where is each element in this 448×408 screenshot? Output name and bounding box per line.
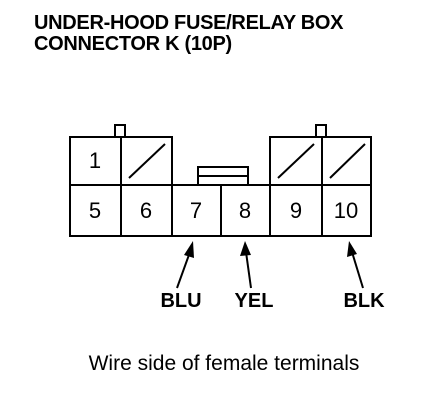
- terminal-5-label: 5: [89, 198, 101, 223]
- blocked-cavity-mark: [329, 143, 366, 179]
- connector-right-upper-block: [269, 124, 372, 186]
- arrow-terminal-8: [240, 241, 252, 289]
- diagram-title-line2: CONNECTOR K (10P): [34, 33, 232, 55]
- connector-left-upper-block: [69, 124, 173, 186]
- arrow-terminal-7: [176, 241, 194, 289]
- terminal-10-label: 10: [334, 198, 358, 223]
- terminal-1-label: 1: [89, 148, 101, 173]
- wire-color-blu: BLU: [160, 290, 201, 312]
- diagram-title-line1: UNDER-HOOD FUSE/RELAY BOX: [34, 12, 344, 34]
- wire-color-yel: YEL: [235, 290, 274, 312]
- connector-bottom-row: [69, 184, 372, 237]
- wire-color-blk: BLK: [343, 290, 385, 312]
- arrow-terminal-10: [347, 241, 364, 289]
- terminal-6-label: 6: [140, 198, 152, 223]
- diagram-caption: Wire side of female terminals: [88, 352, 360, 375]
- blocked-cavity-mark: [128, 143, 166, 179]
- terminal-7-label: 7: [190, 198, 202, 223]
- connector-latch: [197, 166, 249, 186]
- terminal-9-label: 9: [290, 198, 302, 223]
- blocked-cavity-mark: [277, 143, 315, 179]
- terminal-8-label: 8: [239, 198, 251, 223]
